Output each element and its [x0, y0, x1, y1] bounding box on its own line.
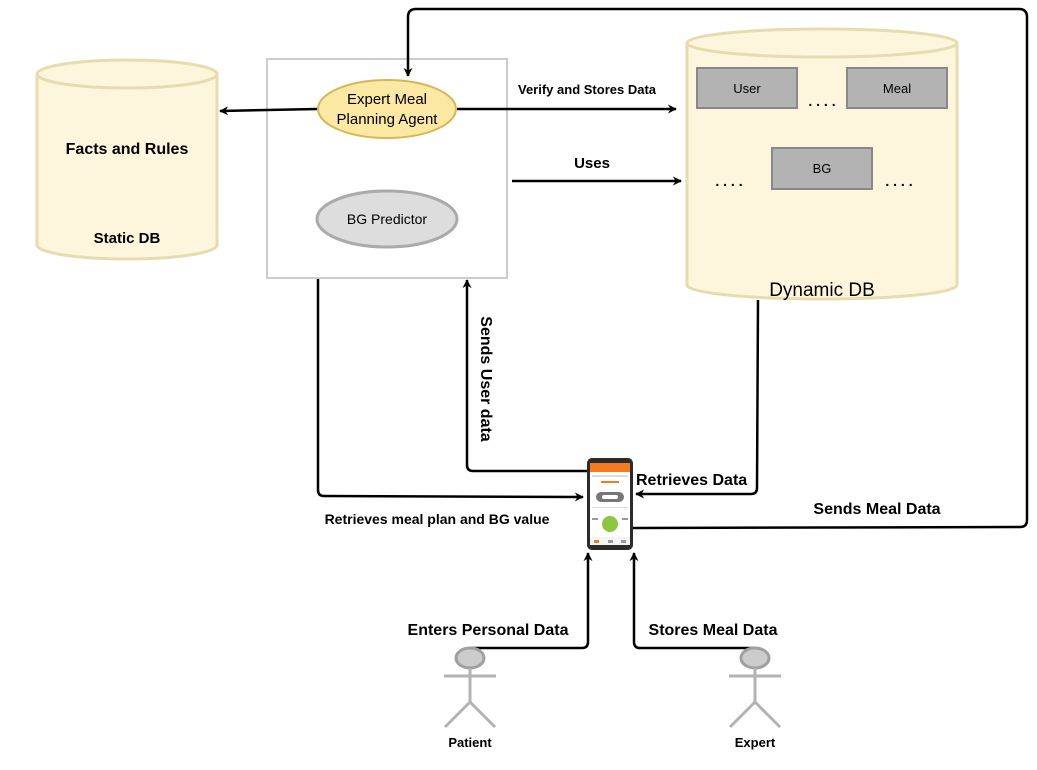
- table-user-label: User: [733, 81, 761, 96]
- ellipsis-top: . . . .: [808, 93, 835, 109]
- table-bg[interactable]: BG: [771, 147, 873, 190]
- label-enters-personal-data: Enters Personal Data: [408, 622, 569, 639]
- edge-retrieves-meal-plan: [316, 279, 584, 502]
- table-user[interactable]: User: [696, 67, 798, 109]
- edge-retrieves-data: [635, 299, 760, 499]
- edge-enters-personal-data: [470, 552, 593, 650]
- expert-meal-planning-agent[interactable]: Expert Meal Planning Agent: [317, 79, 457, 139]
- ellipsis-left: . . . .: [715, 173, 742, 189]
- dynamic-db: Dynamic DB User . . . . Meal . . . . BG …: [685, 27, 959, 301]
- table-bg-label: BG: [813, 161, 832, 176]
- agent-container: Expert Meal Planning Agent BG Predictor: [266, 58, 508, 279]
- label-sends-meal-data: Sends Meal Data: [813, 501, 940, 518]
- dynamic-db-label: Dynamic DB: [769, 280, 875, 301]
- label-uses: Uses: [574, 155, 610, 172]
- static-db: Facts and Rules Static DB: [35, 58, 219, 261]
- agent-label-line2: Planning Agent: [337, 111, 439, 128]
- label-retrieves-meal-plan: Retrieves meal plan and BG value: [325, 511, 550, 527]
- edge-stores-meal-data: [629, 552, 755, 650]
- expert-label: Expert: [735, 735, 776, 750]
- actor-expert[interactable]: [728, 646, 782, 729]
- bg-predictor[interactable]: BG Predictor: [315, 189, 459, 249]
- label-retrieves-data: Retrieves Data: [636, 472, 747, 489]
- table-meal-label: Meal: [883, 81, 911, 96]
- smartphone[interactable]: [587, 458, 633, 550]
- agent-label-line1: Expert Meal: [347, 91, 427, 108]
- actor-patient[interactable]: [443, 646, 497, 729]
- label-verify-stores: Verify and Stores Data: [518, 82, 657, 97]
- edge-sends-user-data: [462, 279, 587, 473]
- label-stores-meal-data: Stores Meal Data: [649, 622, 778, 639]
- app-action-button: [602, 516, 618, 532]
- facts-and-rules-label: Facts and Rules: [66, 141, 189, 158]
- bg-predictor-label: BG Predictor: [347, 211, 427, 227]
- ellipsis-right: . . . .: [885, 173, 912, 189]
- edge-agent-to-static-db: [219, 106, 318, 116]
- table-meal[interactable]: Meal: [846, 67, 948, 109]
- patient-label: Patient: [448, 735, 492, 750]
- edge-sends-meal-data: [403, 7, 1029, 530]
- app-header-bar: [590, 463, 630, 472]
- edges: [219, 7, 1029, 650]
- static-db-label: Static DB: [94, 230, 161, 247]
- label-sends-user-data: Sends User data: [477, 316, 494, 441]
